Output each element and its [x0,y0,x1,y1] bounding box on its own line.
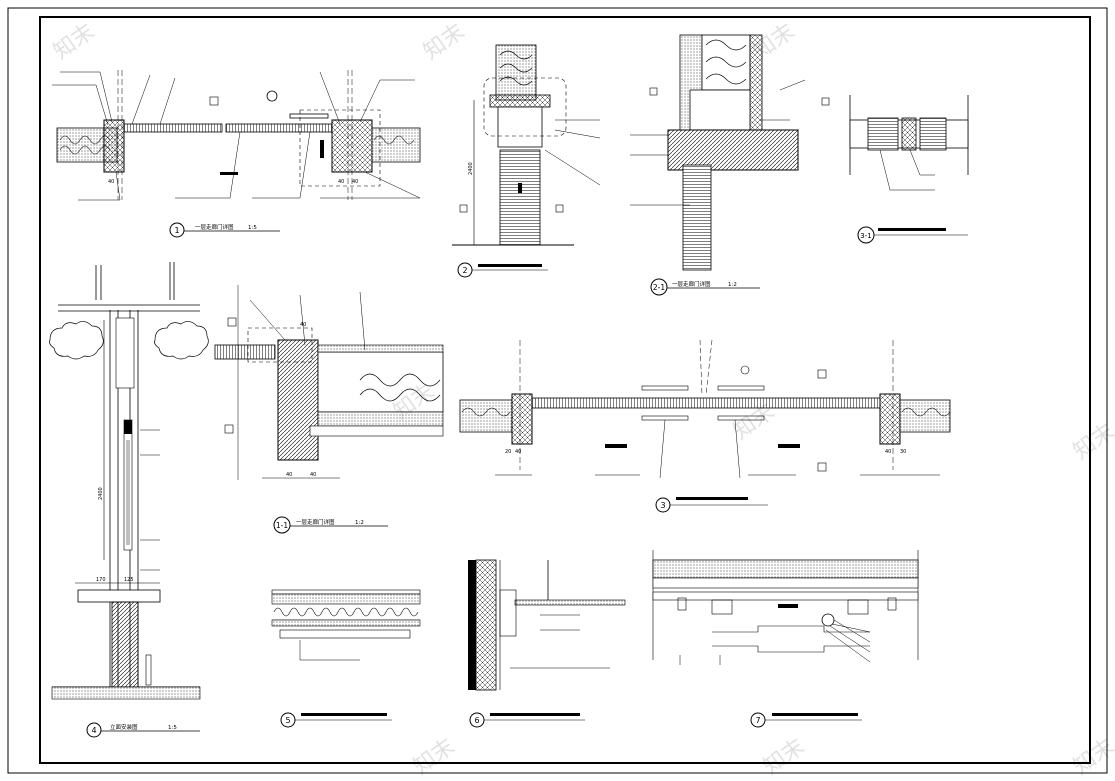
detail-2-1-scale: 1:2 [728,282,737,288]
outer-border [7,7,1108,774]
detail-1-1-marker [273,516,291,534]
detail-1-wall-right [371,127,421,163]
dim-label: 2400 [468,162,474,175]
detail-7-number: 7 [755,716,760,725]
detail-1-number: 1 [174,226,179,235]
dim-label: 40 [108,179,114,185]
detail-1-scale: 1:5 [248,225,257,231]
detail-3-number: 3 [660,501,665,510]
detail-5-number: 5 [285,716,290,725]
dim-label: 40 [310,472,316,478]
detail-7: 7 [652,550,919,728]
dim-label: 40 [885,449,891,455]
detail-1-1-scale: 1:2 [355,520,364,526]
detail-2-1-title: 一层走廊门详图 [672,280,711,288]
detail-6: 6 [468,559,626,728]
dim-label: 40 [515,449,521,455]
dim-label: 40 [286,472,292,478]
detail-3-1-number: 3-1 [860,232,871,240]
dim-label: 2400 [98,487,104,500]
dim-label: 40 [338,179,344,185]
detail-2: 2400 2 [452,44,601,278]
detail-3-1: 3-1 [849,95,969,244]
dim-label: 125 [124,577,134,583]
detail-4: 2400 170 125 4 立面安装图 1:5 [49,262,209,738]
detail-1-frame-left [103,119,125,173]
detail-4-scale: 1:5 [168,725,177,731]
detail-4-title: 立面安装图 [110,723,138,731]
detail-2-number: 2 [462,266,467,275]
detail-4-marker [86,722,102,738]
detail-1-marker [169,222,185,238]
detail-3: 40 40 20 30 3 [459,339,951,513]
detail-5: 5 [271,589,421,728]
detail-1-title: 一层走廊门详图 [195,223,234,231]
dim-label: 40 [352,179,358,185]
dim-label: 30 [900,449,906,455]
inner-border [39,16,1091,764]
detail-4-number: 4 [91,726,96,735]
detail-1-1-number: 1-1 [276,521,288,530]
detail-1: 40 40 40 1 一层走廊门详图 1:5 [52,70,421,238]
detail-2-1: 2-1 一层走廊门详图 1:2 [630,34,830,296]
detail-1-1-title: 一层走廊门详图 [296,518,335,526]
detail-2-1-number: 2-1 [653,283,665,292]
detail-2-1-marker [650,278,668,296]
dim-label: 20 [505,449,511,455]
detail-1-1: 40 40 40 1-1 一层走廊门详图 1:2 [214,285,444,534]
dim-label: 170 [96,577,106,583]
detail-6-number: 6 [474,716,479,725]
